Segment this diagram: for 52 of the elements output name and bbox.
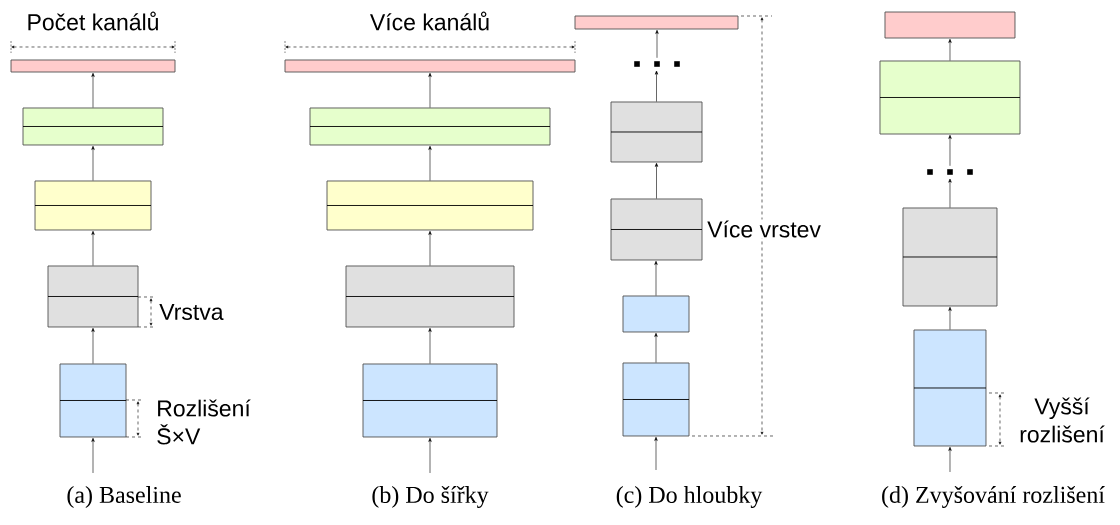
arrow [948,178,952,208]
label: Vrstva [158,302,225,321]
arrow [428,145,432,181]
ellipsis-dots [634,61,680,67]
layer-box [59,363,127,438]
arrow [948,134,952,167]
arrow [428,230,432,266]
caption: (d) Zvyšování rozlišení [880,485,1106,509]
layer-box [879,60,1021,135]
arrow [654,332,658,363]
arrow [655,29,659,59]
arrow [91,230,95,266]
layer-box [345,265,515,328]
arrow [91,145,95,181]
layer-box [47,265,139,328]
caption: (c) Do hloubky [614,485,764,509]
caption: (a) Baseline [65,485,183,509]
arrow [948,306,952,330]
layer-box [34,180,152,231]
label: Více vrstev [706,219,822,239]
layer-box [610,101,703,163]
label: Rozlišení Š×V [155,398,263,446]
layer-bar [10,59,176,73]
layer-bar [574,15,739,30]
arrow [91,437,95,474]
arrow [91,327,95,364]
arrow [948,38,952,61]
arrow [428,437,432,474]
layer-box [622,295,690,333]
layer-bar [284,59,576,73]
label: Vyšší rozlišení [1006,396,1118,444]
arrow [654,162,659,199]
layer-bar [884,11,1016,39]
arrow [654,436,658,471]
arrow [428,327,432,364]
layer-box [622,362,690,437]
label: Počet kanálů [25,10,161,32]
layer-box [902,207,998,307]
ellipsis-dots [927,169,973,175]
layer-box [309,107,551,146]
arrow [428,72,432,108]
layer-box [610,198,703,261]
caption: (b) Do šířky [370,485,490,509]
layer-box [326,180,534,231]
arrow [91,72,95,108]
label: Více kanálů [368,10,492,32]
arrow [948,446,952,473]
layer-box [22,107,164,146]
arrow [654,70,659,102]
arrow [654,260,658,296]
layer-box [362,363,498,438]
layer-box [913,329,987,447]
